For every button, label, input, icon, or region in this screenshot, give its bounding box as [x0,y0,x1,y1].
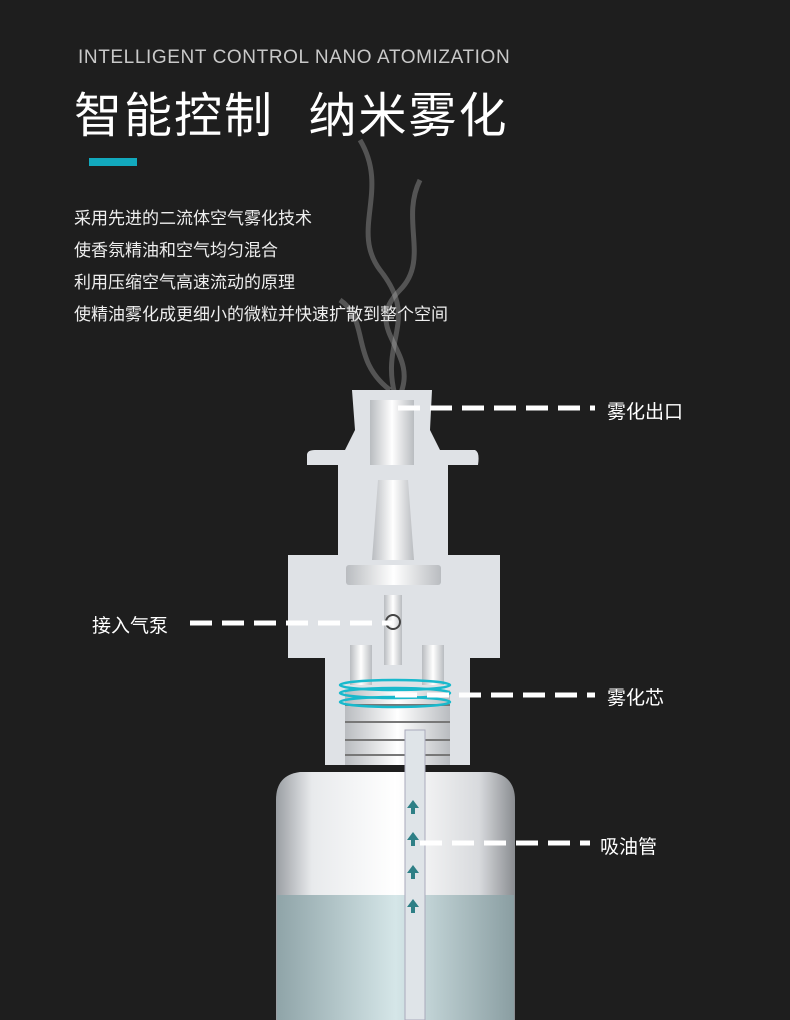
description-line: 使精油雾化成更细小的微粒并快速扩散到整个空间 [74,305,448,325]
page-title: 智能控制 纳米雾化 [74,88,509,144]
label-outlet: 雾化出口 [607,401,684,423]
accent-bar [89,158,137,166]
arrow-up-icon [407,800,419,913]
description-line: 使香氛精油和空气均匀混合 [74,241,278,261]
subtitle: INTELLIGENT CONTROL NANO ATOMIZATION [78,47,511,68]
label-oil-tube: 吸油管 [600,836,658,858]
description-line: 利用压缩空气高速流动的原理 [74,273,295,293]
description: 采用先进的二流体空气雾化技术 使香氛精油和空气均匀混合 利用压缩空气高速流动的原… [74,203,448,331]
label-core: 雾化芯 [607,687,665,709]
description-line: 采用先进的二流体空气雾化技术 [74,209,312,229]
smoke [338,138,423,397]
label-air-pump: 接入气泵 [92,615,169,637]
oil-liquid [277,895,514,1020]
